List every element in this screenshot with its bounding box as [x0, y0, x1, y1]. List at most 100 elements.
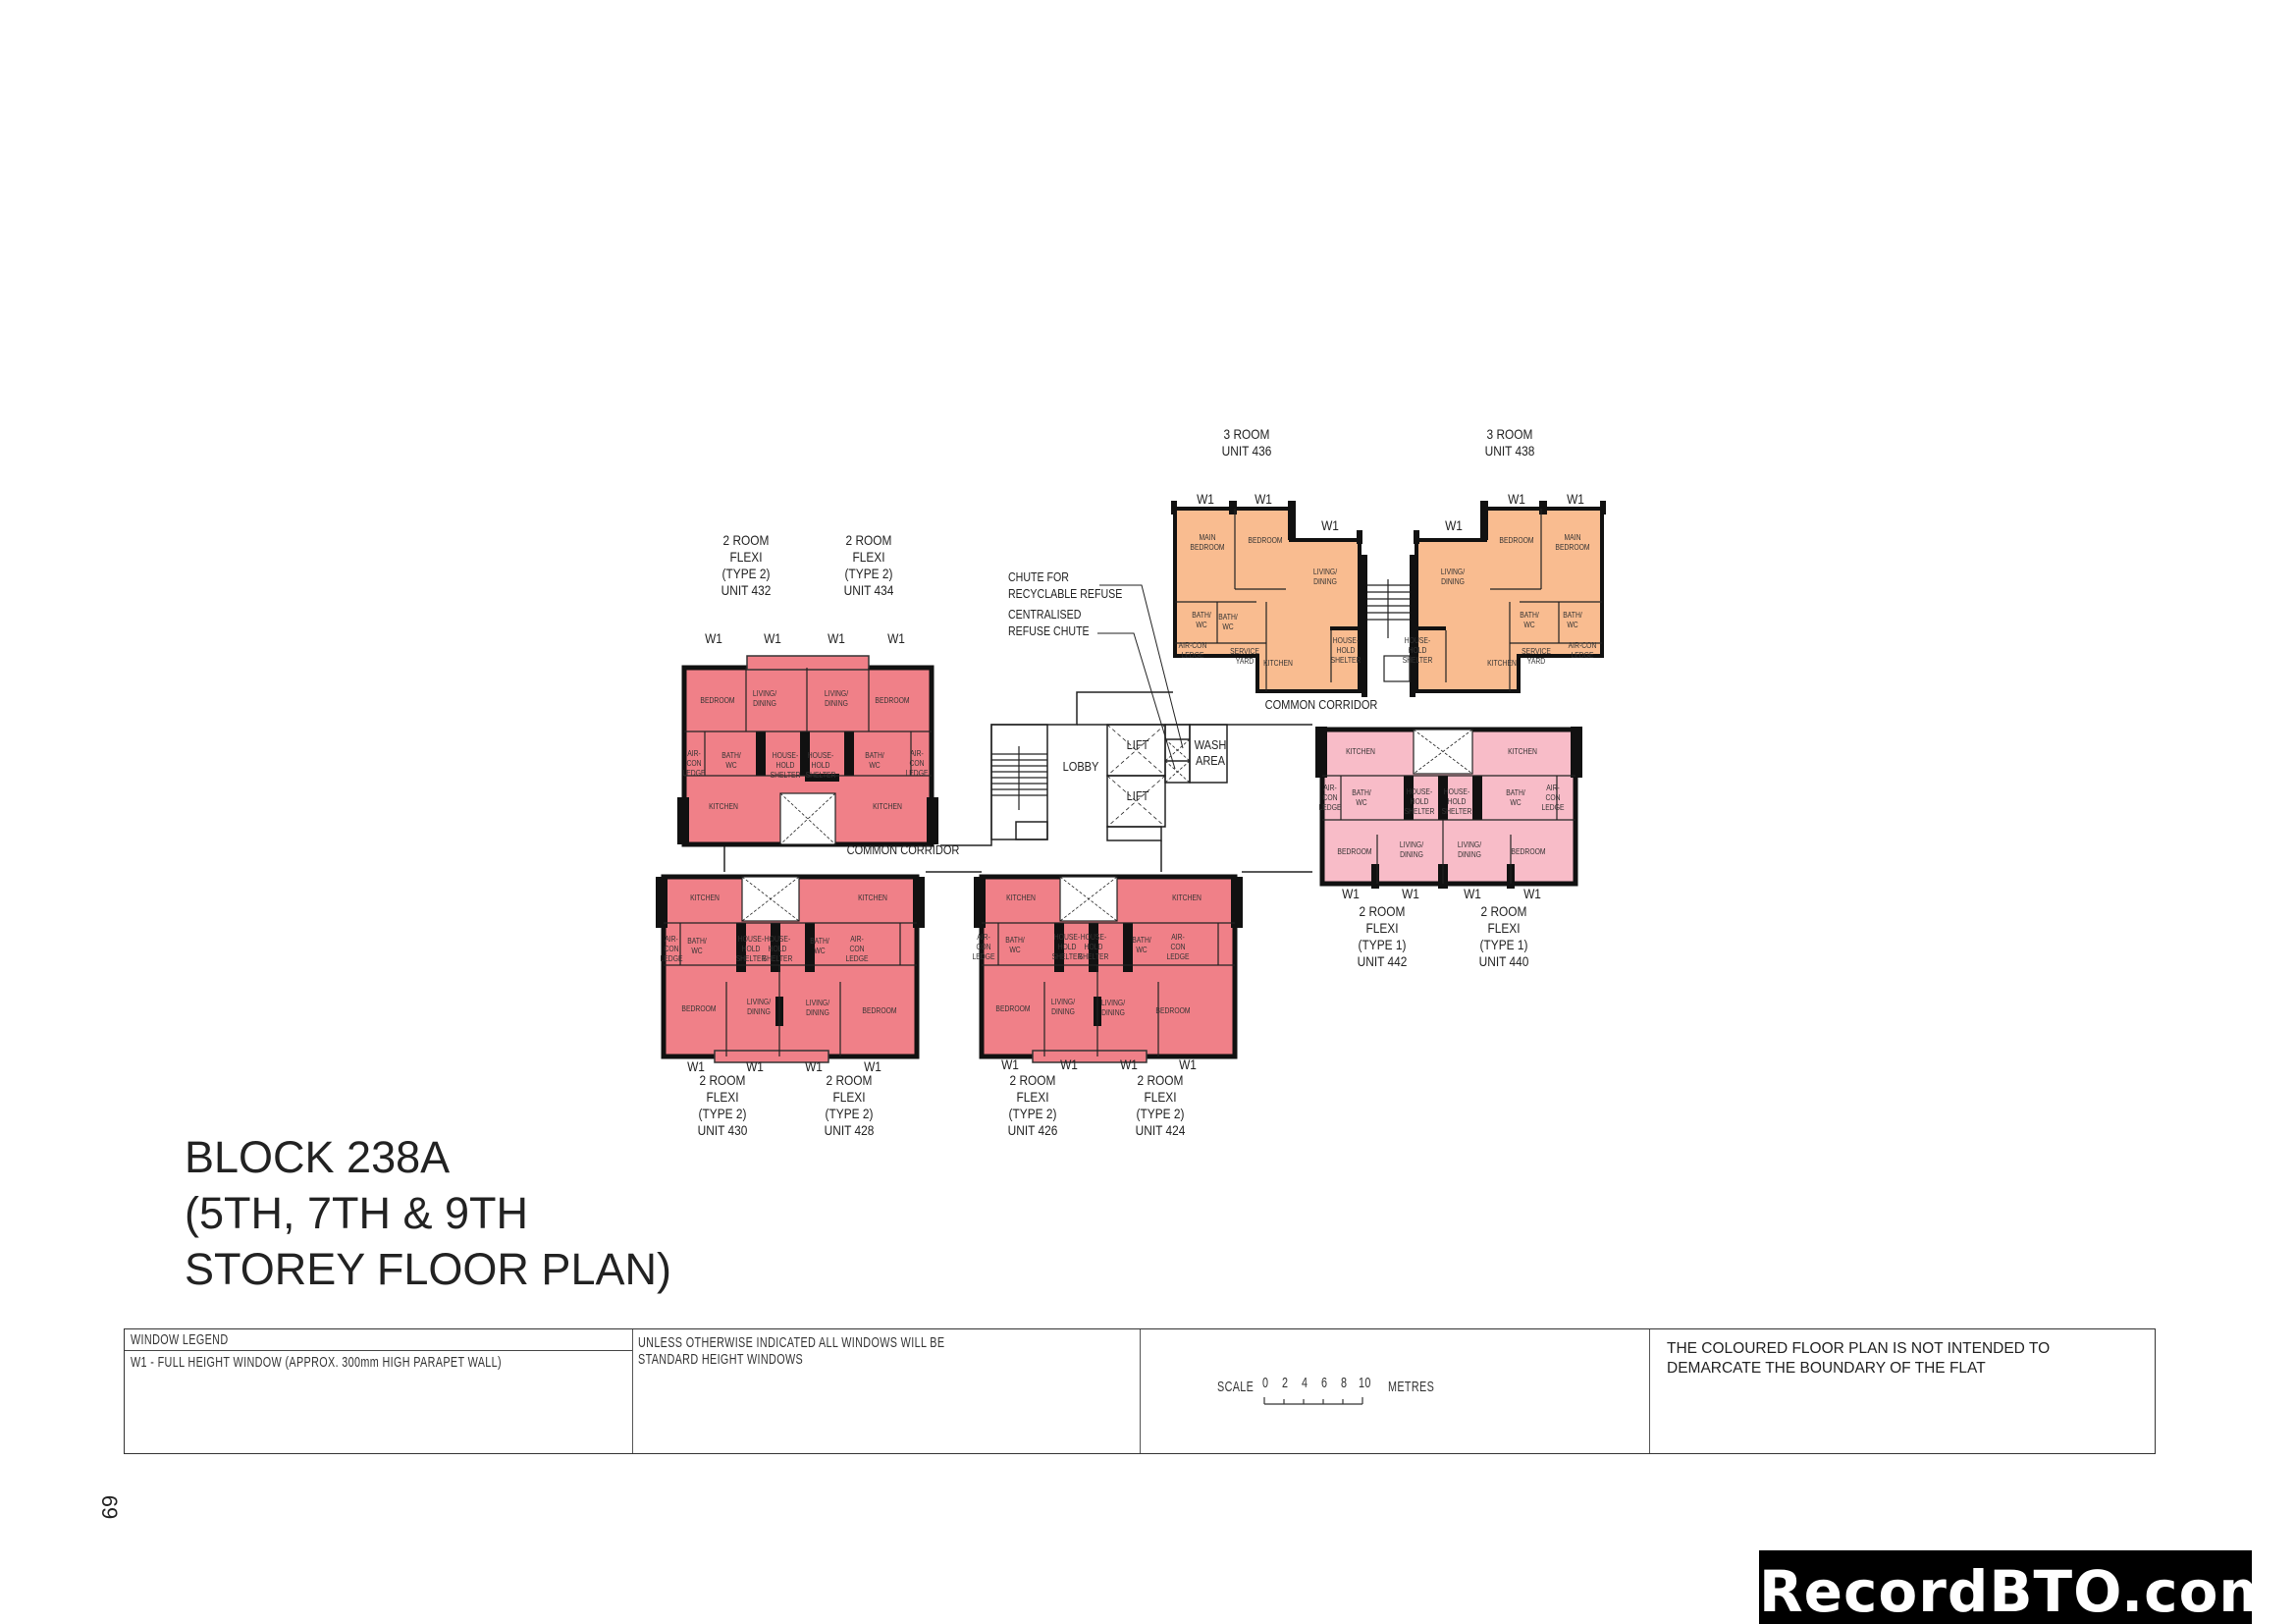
room-label: LIVING/ DINING [805, 998, 830, 1017]
legend-table: WINDOW LEGEND W1 - FULL HEIGHT WINDOW (A… [124, 1328, 2156, 1454]
chute-central-label: CENTRALISED REFUSE CHUTE [1008, 608, 1090, 638]
unit-block-430-428 [656, 874, 925, 1063]
window-mark-w1: W1 [1567, 491, 1584, 507]
window-legend-item: W1 - FULL HEIGHT WINDOW (APPROX. 300mm H… [131, 1354, 502, 1371]
disclaimer-text: THE COLOURED FLOOR PLAN IS NOT INTENDED … [1667, 1340, 2051, 1377]
window-mark-w1: W1 [1445, 517, 1463, 533]
room-label: LIVING/ DINING [1050, 997, 1076, 1016]
watermark-logo: RecordBTO.com [1759, 1550, 2252, 1624]
room-label: LIVING/ DINING [1312, 567, 1338, 586]
unit-caption-424: 2 ROOM FLEXI (TYPE 2) UNIT 424 [1135, 1072, 1186, 1139]
window-mark-w1: W1 [864, 1058, 881, 1074]
room-label: AIR- CON LEDGE [905, 748, 929, 778]
room-label: BATH/ WC [1218, 612, 1238, 631]
room-label: KITCHEN [690, 893, 720, 902]
window-mark-w1: W1 [1523, 886, 1541, 901]
corridor-left-label: COMMON CORRIDOR [846, 842, 960, 857]
room-label: BATH/ WC [1352, 787, 1371, 807]
unit-caption-442: 2 ROOM FLEXI (TYPE 1) UNIT 442 [1357, 903, 1408, 970]
room-label: LIVING/ DINING [1457, 839, 1482, 859]
title-line-2: (5TH, 7TH & 9TH [185, 1188, 529, 1238]
unit-caption-426: 2 ROOM FLEXI (TYPE 2) UNIT 426 [1007, 1072, 1058, 1139]
lobby-label: LOBBY [1062, 759, 1099, 774]
room-label: SERVICE YARD [1230, 646, 1259, 666]
common-area-outlines [723, 584, 1312, 873]
window-mark-w1: W1 [1060, 1056, 1078, 1072]
unit-caption-440: 2 ROOM FLEXI (TYPE 1) UNIT 440 [1478, 903, 1529, 970]
room-label: KITCHEN [1487, 658, 1517, 668]
room-label: KITCHEN [1172, 893, 1201, 902]
page-number: 69 [97, 1494, 122, 1520]
room-label: LIVING/ DINING [1399, 839, 1424, 859]
room-label: HOUSE- HOLD SHELTER [1051, 932, 1083, 961]
standard-windows-note-cell: UNLESS OTHERWISE INDICATED ALL WINDOWS W… [633, 1329, 1141, 1453]
room-label: BATH/ WC [1132, 935, 1151, 954]
room-label: BATH/ WC [1192, 610, 1211, 629]
room-label: BEDROOM [1499, 535, 1534, 545]
window-mark-w1: W1 [1120, 1056, 1138, 1072]
unit-caption-430: 2 ROOM FLEXI (TYPE 2) UNIT 430 [697, 1072, 748, 1139]
window-mark-w1: W1 [1001, 1056, 1019, 1072]
window-mark-w1: W1 [1255, 491, 1272, 507]
window-mark-w1: W1 [1342, 886, 1360, 901]
room-label: LIVING/ DINING [1440, 567, 1466, 586]
chute-recycle-label: CHUTE FOR RECYCLABLE REFUSE [1008, 570, 1123, 601]
room-label: AIR-CON LEDGE [1178, 640, 1207, 660]
room-label: BATH/ WC [1005, 935, 1025, 954]
room-label: HOUSE- HOLD SHELTER [1404, 786, 1435, 816]
scale-ruler [1263, 1397, 1363, 1405]
unit-caption-436: 3 ROOM UNIT 436 [1221, 426, 1272, 460]
window-legend-header: WINDOW LEGEND [125, 1329, 632, 1351]
room-label: BATH/ WC [1563, 610, 1582, 629]
room-label: KITCHEN [858, 893, 887, 902]
room-label: BATH/ WC [865, 750, 884, 770]
room-label: AIR- CON LEDGE [1166, 932, 1190, 961]
unit-caption-428: 2 ROOM FLEXI (TYPE 2) UNIT 428 [824, 1072, 875, 1139]
unit-block-426-424 [974, 874, 1243, 1063]
room-label: BATH/ WC [1506, 787, 1525, 807]
scale-tick-4: 4 [1302, 1375, 1308, 1391]
room-label: BEDROOM [1337, 846, 1372, 856]
room-label: BATH/ WC [810, 936, 829, 955]
window-mark-w1: W1 [746, 1058, 764, 1074]
room-label: HOUSE- HOLD SHELTER [735, 934, 767, 963]
room-label: LIVING/ DINING [746, 997, 772, 1016]
scale-tick-10: 10 [1359, 1375, 1371, 1391]
room-label: KITCHEN [1263, 658, 1293, 668]
room-label: BEDROOM [1155, 1005, 1191, 1015]
room-label: AIR- CON LEDGE [1541, 783, 1565, 812]
room-label: HOUSE- HOLD SHELTER [805, 750, 836, 780]
room-label: AIR- CON LEDGE [660, 934, 683, 963]
scale-tick-0: 0 [1262, 1375, 1269, 1391]
page-title: BLOCK 238A (5TH, 7TH & 9TH STOREY FLOOR … [185, 1129, 671, 1297]
window-mark-w1: W1 [1508, 491, 1525, 507]
unit-block-432-434 [677, 655, 938, 847]
window-mark-w1: W1 [764, 630, 781, 646]
unit-block-442-440 [1315, 727, 1582, 889]
scale-cell: SCALE 0 2 4 6 8 10 METRES [1141, 1329, 1650, 1453]
room-label: KITCHEN [1006, 893, 1036, 902]
room-label: AIR- CON LEDGE [682, 748, 706, 778]
room-label: BATH/ WC [1520, 610, 1539, 629]
disclaimer-cell: THE COLOURED FLOOR PLAN IS NOT INTENDED … [1650, 1329, 2155, 1453]
title-line-1: BLOCK 238A [185, 1132, 451, 1182]
room-label: BEDROOM [700, 695, 735, 705]
scale-tick-6: 6 [1321, 1375, 1328, 1391]
room-label: BEDROOM [875, 695, 910, 705]
window-mark-w1: W1 [828, 630, 845, 646]
room-label: AIR-CON LEDGE [1568, 640, 1597, 660]
window-mark-w1: W1 [1179, 1056, 1197, 1072]
title-line-3: STOREY FLOOR PLAN) [185, 1244, 671, 1294]
room-label: KITCHEN [709, 801, 738, 811]
room-label: AIR- CON LEDGE [1318, 783, 1342, 812]
scale-tick-8: 8 [1341, 1375, 1348, 1391]
wash-area-label: WASH AREA [1194, 737, 1227, 768]
window-mark-w1: W1 [887, 630, 905, 646]
room-label: LIVING/ DINING [752, 688, 777, 708]
window-legend-cell: WINDOW LEGEND W1 - FULL HEIGHT WINDOW (A… [125, 1329, 633, 1453]
room-label: KITCHEN [1508, 746, 1537, 756]
room-label: MAIN BEDROOM [1555, 532, 1590, 552]
corridor-right-label: COMMON CORRIDOR [1264, 697, 1378, 712]
room-label: BEDROOM [1511, 846, 1546, 856]
unit-caption-434: 2 ROOM FLEXI (TYPE 2) UNIT 434 [843, 532, 894, 599]
